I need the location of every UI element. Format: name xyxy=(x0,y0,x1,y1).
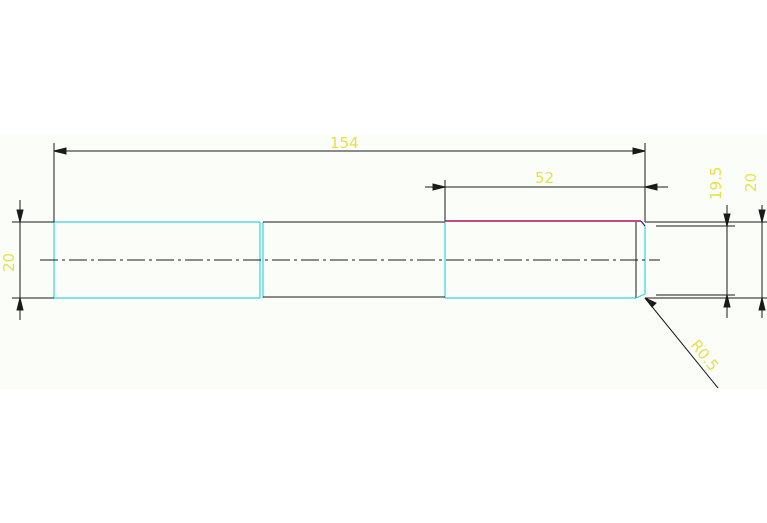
part-outline xyxy=(53,221,646,299)
dimension-chamfer-leader xyxy=(644,297,719,389)
chamfer-corner xyxy=(640,220,646,227)
dimension-text-diameter-left: 20 xyxy=(0,253,18,272)
chamfer-corner-bottom xyxy=(635,293,646,299)
dimension-text-diameter-right-small: 19.5 xyxy=(707,167,725,200)
dimension-diameter-right xyxy=(645,205,767,318)
drawing-area[interactable] xyxy=(0,134,767,389)
dimension-text-overall-length: 154 xyxy=(330,134,359,152)
dimension-text-section-length: 52 xyxy=(535,169,554,187)
dimension-text-diameter-right: 20 xyxy=(742,173,760,192)
dimension-section-length xyxy=(425,180,668,221)
dimension-diameter-left xyxy=(12,200,54,320)
dimension-overall-length xyxy=(53,143,646,222)
